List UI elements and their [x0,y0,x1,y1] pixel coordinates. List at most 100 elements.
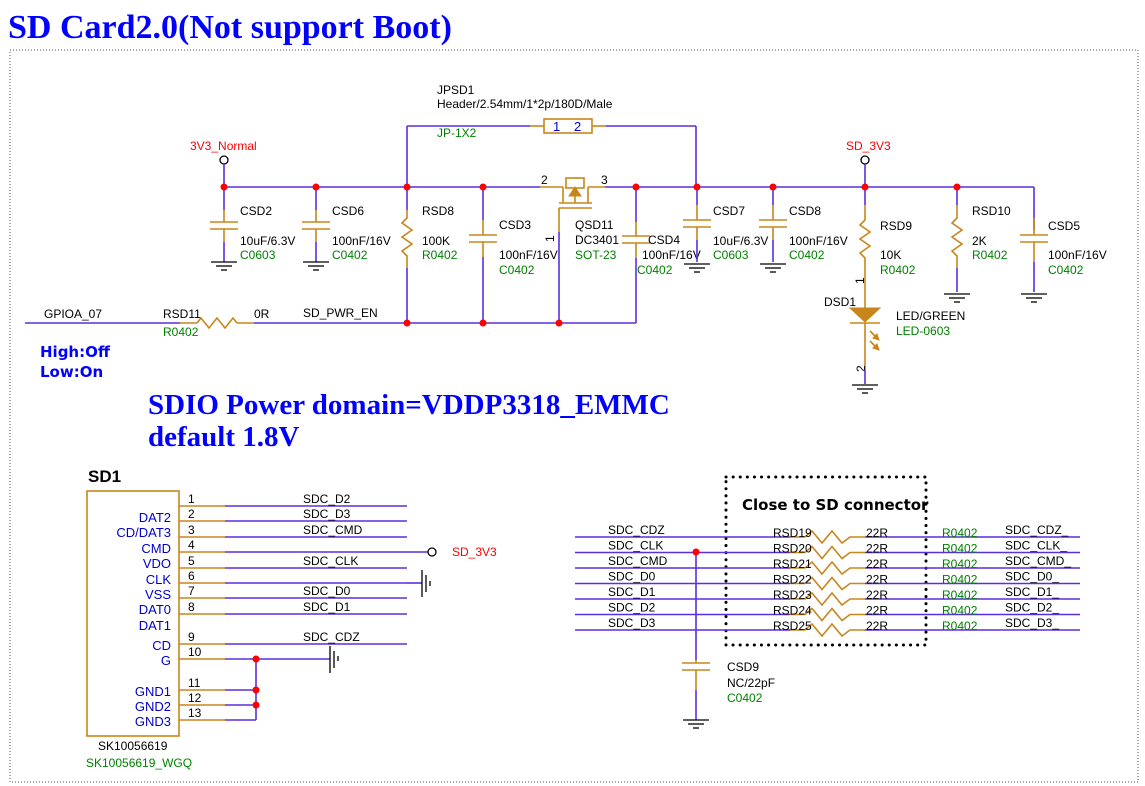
close-to-connector-box [724,475,928,647]
power-port-3v3-normal: 3V3_Normal [190,139,257,187]
resistor-icon [790,529,865,545]
capacitor-csd4: CSD4 100nF/16V C0402 [622,187,701,323]
capacitor-csd8: CSD8 100nF/16V C0402 [759,187,848,273]
enable-line: GPIOA_07 RSD11 R0402 0R SD_PWR_EN [25,306,636,339]
sdio-default-voltage-note: default 1.8V [148,421,300,453]
sd-card-connector-sd1: SD1 1DAT2SDC_D22CD/DAT3SDC_D33CMDSDC_CMD… [86,467,497,770]
jpsd1-pin2: 2 [574,119,581,134]
csd5-ref: CSD5 [1048,219,1080,233]
resistor-footprint: R0402 [942,604,978,618]
resistor-icon [790,591,865,607]
resistor-ref: RSD20 [773,542,812,556]
junction-dots [220,183,961,327]
resistor-value: 22R [866,573,888,587]
power-port-sd-3v3: SD_3V3 [846,139,891,187]
csd3-value: 100nF/16V [499,248,558,262]
mosfet-qsd11: 2 3 1 QSD11 DC3401 SOT-23 [540,173,619,323]
csd9-footprint: C0402 [727,691,763,705]
resistor-icon [790,622,865,638]
net-label-in: SDC_CLK [608,539,663,553]
csd7-ref: CSD7 [713,204,745,218]
net-label: SDC_CLK [303,554,358,568]
csd2-value: 10uF/6.3V [240,234,295,248]
sheet-border [9,49,1139,783]
sd1-pin-number: 12 [188,691,202,705]
qsd11-pin3: 3 [601,173,608,187]
jpsd1-ref: JPSD1 [437,83,475,97]
sd1-pin-name: CMD [141,541,171,556]
rsd8-value: 100K [422,234,450,248]
resistor-value: 22R [866,557,888,571]
qsd11-ref: QSD11 [575,218,614,232]
capacitor-csd2: CSD2 10uF/6.3V C0603 [210,187,295,271]
sheet-title: SD Card2.0(Not support Boot) [8,9,452,46]
csd2-ref: CSD2 [240,204,272,218]
sd1-pin-name: CLK [146,572,172,587]
csd5-footprint: C0402 [1048,263,1084,277]
resistor-footprint: R0402 [942,542,978,556]
csd6-ref: CSD6 [332,204,364,218]
sd1-pin-number: 8 [188,600,195,614]
series-resistor-row: SDC_CLK RSD20 22R R0402 SDC_CLK_ [575,539,1080,560]
net-label-out: SDC_D3_ [1005,616,1059,630]
rsd9-value: 10K [880,248,901,262]
ground-icon [759,263,787,273]
resistor-icon [790,607,865,622]
sd1-pin-number: 3 [188,523,195,537]
sd1-pin-number: 6 [188,569,195,583]
net-label-out: SDC_D1_ [1005,585,1059,599]
resistor-ref: RSD23 [773,588,812,602]
jpsd1-value: Header/2.54mm/1*2p/180D/Male [437,97,613,111]
net-label: SDC_CDZ [303,630,360,644]
csd5-value: 100nF/16V [1048,248,1107,262]
net-label: SDC_D3 [303,507,351,521]
resistor-ref: RSD21 [773,557,812,571]
net-label-in: SDC_D2 [608,601,656,615]
csd3-ref: CSD3 [499,218,531,232]
ground-icon [210,261,238,271]
jumper-jpsd1: JPSD1 Header/2.54mm/1*2p/180D/Male JP-1X… [406,83,697,187]
power-port-label: SD_3V3 [846,139,891,153]
sd1-pin-name: G [161,653,171,668]
resistor-footprint: R0402 [942,573,978,587]
rsd9-ref: RSD9 [880,219,912,233]
net-label-enable: SD_PWR_EN [303,306,378,320]
resistor-rsd8: RSD8 100K R0402 [400,187,458,323]
qsd11-pin2: 2 [541,173,548,187]
led-dsd1: 1 2 DSD1 LED/GREEN LED-0603 [824,270,965,394]
net-label-in: SDC_D3 [608,616,656,630]
qsd11-footprint: SOT-23 [575,248,617,262]
capacitor-csd5: CSD5 100nF/16V C0402 [1020,218,1107,303]
resistor-footprint: R0402 [942,588,978,602]
led-icon [848,307,882,323]
resistor-footprint: R0402 [942,619,978,633]
net-label-out: SDC_D2_ [1005,601,1059,615]
jumper-body [543,118,593,134]
rsd8-footprint: R0402 [422,248,458,262]
capacitor-csd6: CSD6 100nF/16V C0402 [302,187,391,271]
net-label: SDC_D1 [303,600,351,614]
dsd1-ref: DSD1 [824,295,856,309]
csd4-value: 100nF/16V [642,248,701,262]
resistor-footprint: R0402 [942,557,978,571]
resistor-value: 22R [866,542,888,556]
sdio-domain-note: SDIO Power domain=VDDP3318_EMMC [148,389,670,421]
rsd10-ref: RSD10 [972,204,1011,218]
ground-icon [851,384,879,394]
net-label-out: SDC_CLK_ [1005,539,1067,553]
csd8-ref: CSD8 [789,204,821,218]
jpsd1-pin1: 1 [553,119,560,134]
ground-icon [682,719,710,729]
sd1-pin-name: DAT1 [139,618,171,633]
csd4-ref: CSD4 [648,233,680,247]
